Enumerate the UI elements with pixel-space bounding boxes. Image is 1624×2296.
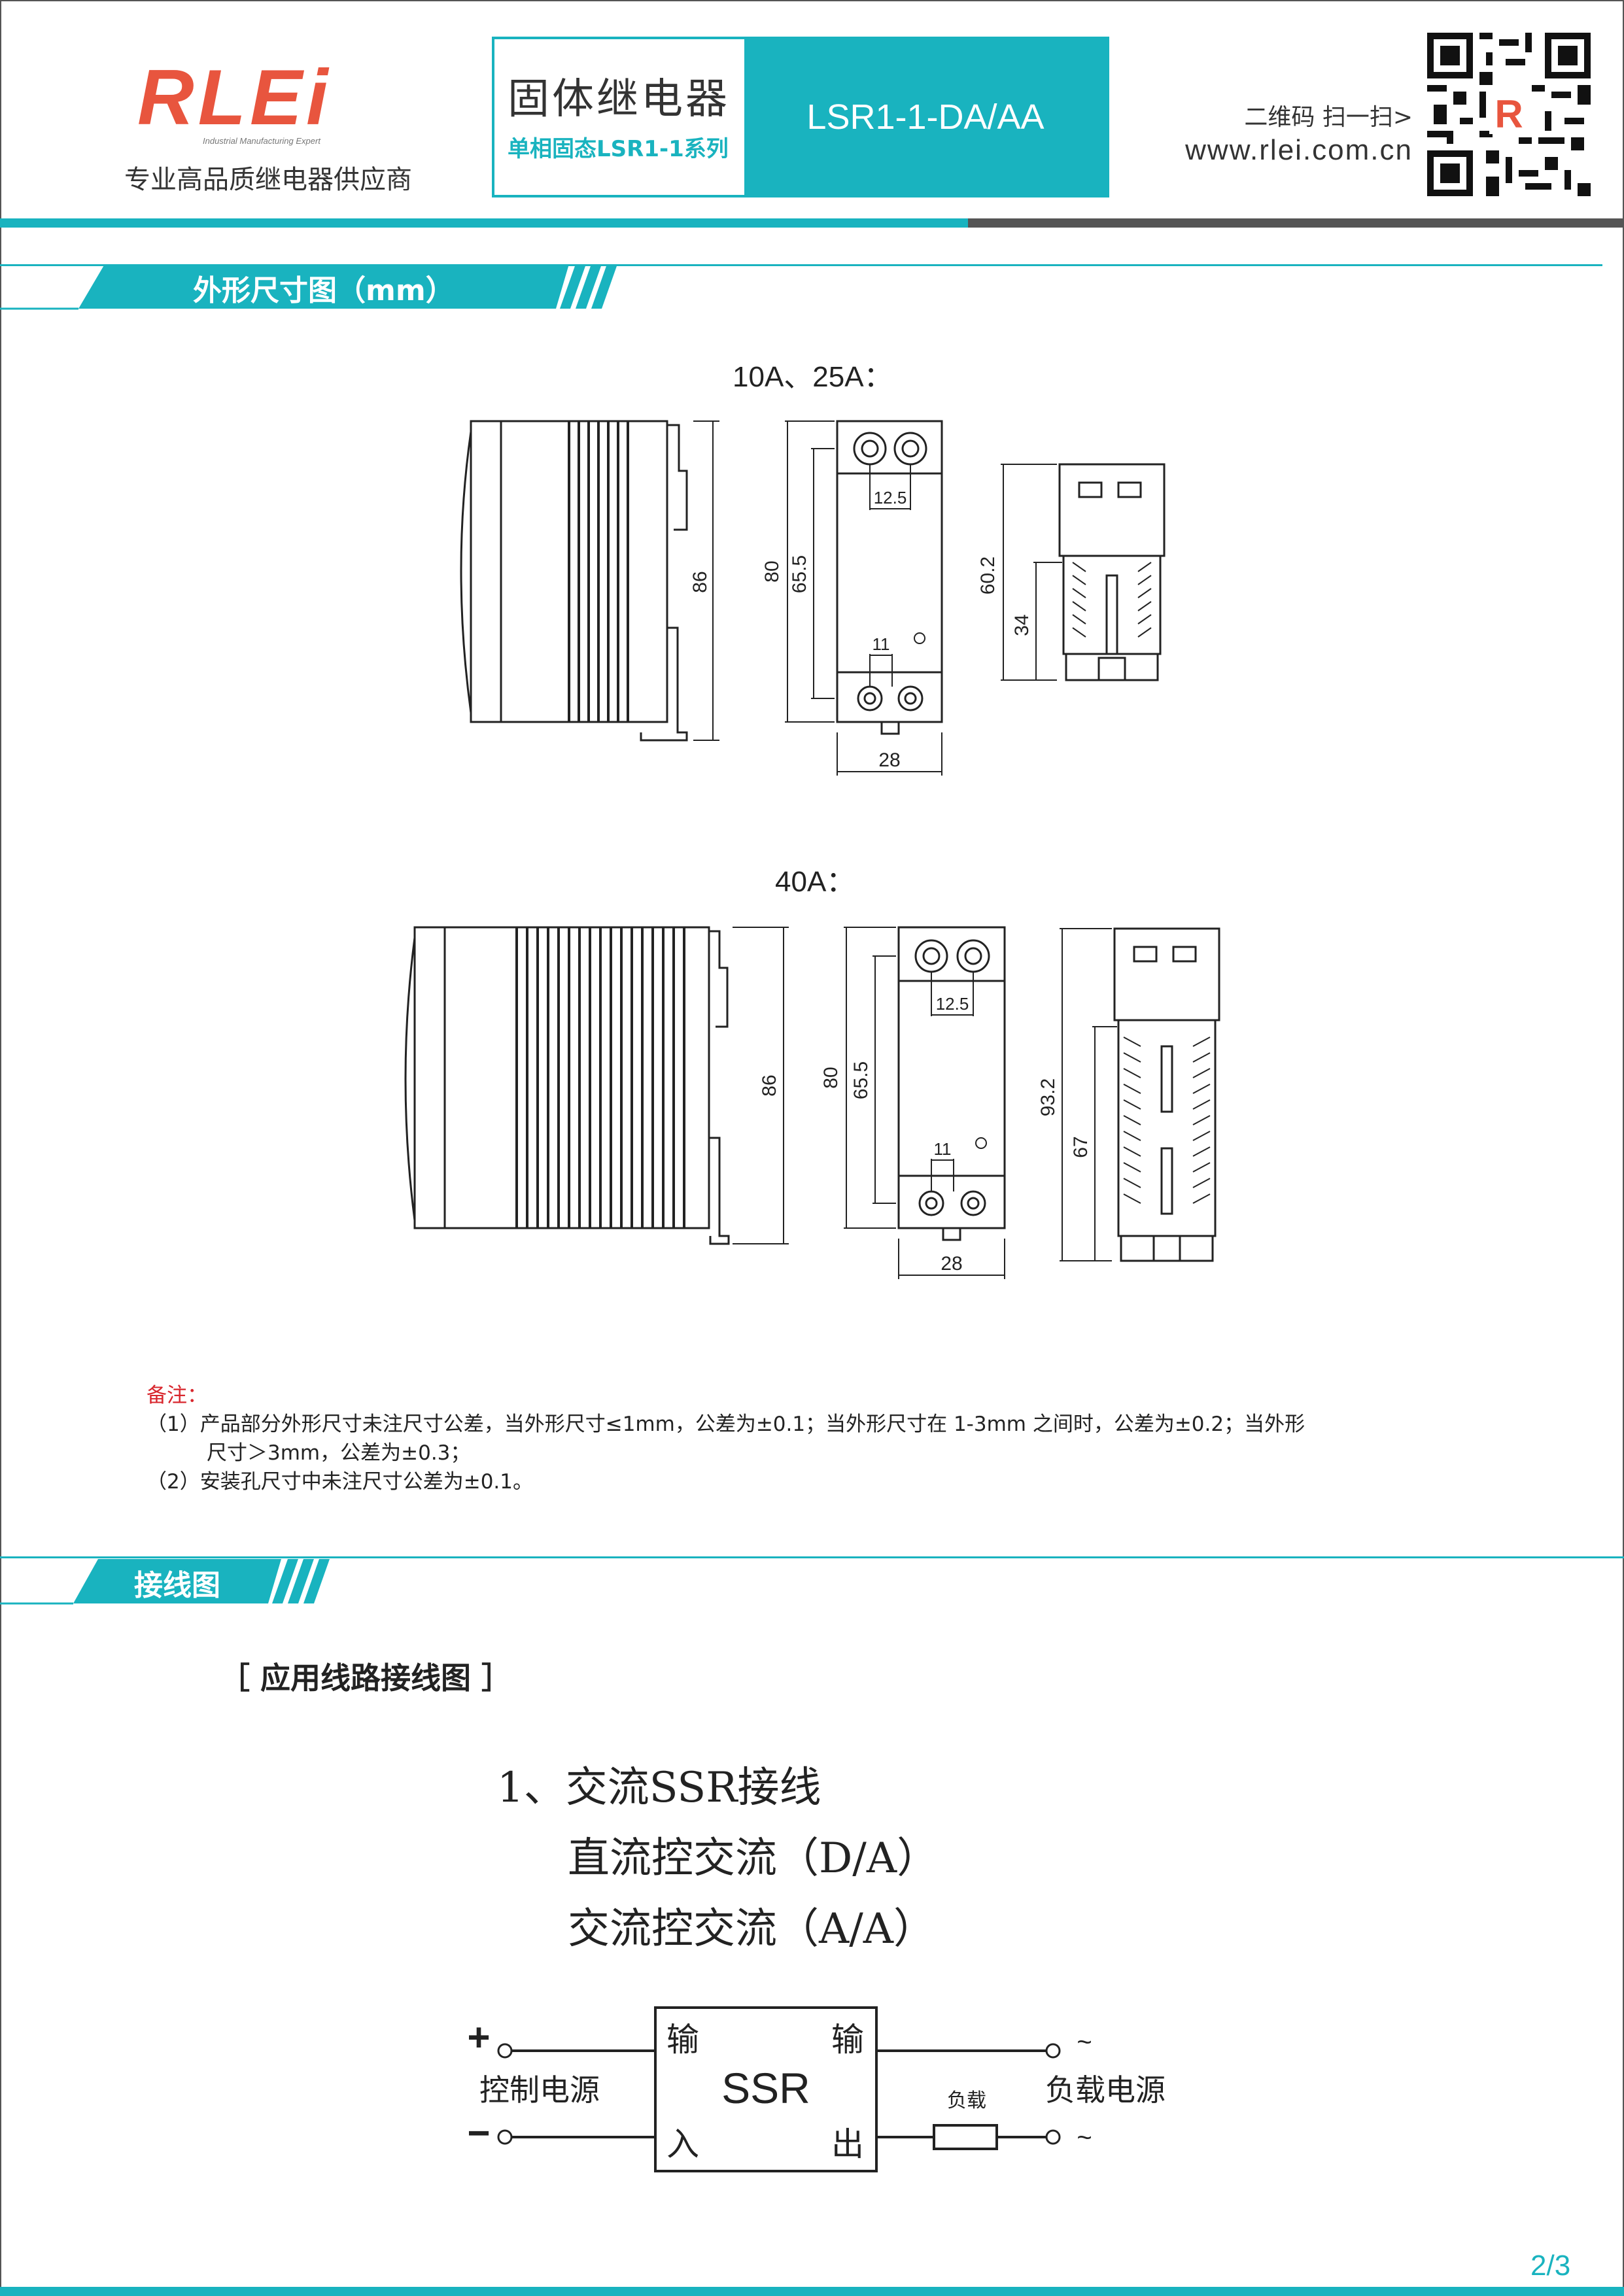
dim-top-spacing-40a: 12.5 [936, 994, 969, 1014]
wiring-subtitle: ［ 应用线路接线图 ］ [220, 1660, 512, 1696]
section-dimensions-title: 外形尺寸图（mm） [193, 274, 455, 307]
notes-line-2: （2）安装孔尺寸中未注尺寸公差为±0.1。 [147, 1470, 533, 1494]
footer-bar [0, 2287, 1624, 2296]
dimension-drawing-40a: 86 12.5 11 80 65.5 28 [404, 926, 1220, 1279]
logo-tagline: Industrial Manufacturing Expert [203, 136, 321, 146]
dim-end-inner-40a: 67 [1070, 1136, 1092, 1157]
wiring-title-line-2: 直流控交流（D/A） [568, 1834, 939, 1883]
dim-bottom-spacing: 11 [872, 634, 890, 654]
notes-title: 备注： [147, 1384, 207, 1407]
dim-front-width-40a: 28 [941, 1253, 962, 1275]
minus-sign: − [467, 2111, 490, 2155]
rlei-logo: RLEi Industrial Manufacturing Expert [137, 54, 332, 146]
plus-sign: + [467, 2015, 490, 2059]
front-view-10a: 12.5 11 80 65.5 28 [761, 420, 943, 776]
slogan: 专业高品质继电器供应商 [124, 165, 412, 195]
header-bar-teal [0, 218, 981, 228]
load-resistor [933, 2124, 998, 2150]
dim-front-inner: 65.5 [789, 555, 810, 593]
dim-side-height: 86 [689, 571, 711, 592]
wiring-title-line-1: 1、交流SSR接线 [497, 1764, 821, 1812]
notes-line-1: （1）产品部分外形尺寸未注尺寸公差，当外形尺寸≤1mm，公差为±0.1；当外形尺… [147, 1413, 1305, 1436]
website-link[interactable]: www.rlei.com.cn [1185, 134, 1413, 166]
wiring-diagram: SSR 输 入 输 出 控制电源 负载电源 负载 + − ~ ~ [467, 2006, 1166, 2172]
header-bar-grey [968, 218, 1624, 228]
load-label: 负载 [947, 2090, 986, 2112]
product-series: 单相固态LSR1-1系列 [508, 136, 729, 162]
notes-block: 备注： （1）产品部分外形尺寸未注尺寸公差，当外形尺寸≤1mm，公差为±0.1；… [147, 1381, 1487, 1496]
dim-side-height-40a: 86 [759, 1074, 780, 1096]
section-dimensions-tab [0, 264, 617, 310]
tilde-bottom: ~ [1077, 2123, 1092, 2152]
terminal-minus [497, 2129, 513, 2145]
page-number: 2/3 [1530, 2250, 1571, 2282]
dimension-drawing-10a-25a: 86 12.5 11 80 65.5 28 [460, 420, 1166, 776]
wiring-title-line-3: 交流控交流（A/A） [568, 1905, 935, 1953]
terminal-load-top [1045, 2043, 1061, 2059]
side-view-10a: 86 [460, 420, 719, 742]
notes-line-1b: 尺寸＞3mm，公差为±0.3； [207, 1441, 471, 1465]
product-title-box: 固体继电器 单相固态LSR1-1系列 LSR1-1-DA/AA [492, 37, 1109, 197]
dim-end-height: 60.2 [977, 557, 999, 594]
product-title-left: 固体继电器 单相固态LSR1-1系列 [494, 39, 743, 195]
dim-group1-title: 10A、25A： [733, 361, 893, 393]
qr-label: 二维码 扫一扫> [1244, 104, 1413, 131]
terminal-plus [497, 2043, 513, 2059]
ssr-input-top: 输 [666, 2021, 699, 2058]
dim-front-height: 80 [761, 560, 783, 582]
qr-code-icon[interactable]: R [1427, 33, 1591, 196]
dim-end-height-40a: 93.2 [1037, 1078, 1059, 1116]
ssr-input-bottom: 入 [666, 2126, 699, 2163]
section-wiring-tab [0, 1559, 330, 1605]
front-view-40a: 12.5 11 80 65.5 28 [820, 926, 1006, 1279]
logo-text: RLEi [137, 54, 332, 141]
wiring-title-block: 1、交流SSR接线 直流控交流（D/A） 交流控交流（A/A） [497, 1753, 939, 1964]
dim-top-spacing: 12.5 [874, 488, 907, 507]
ssr-box [654, 2006, 878, 2172]
ssr-output-bottom: 出 [831, 2126, 864, 2163]
product-name-cn: 固体继电器 [508, 75, 730, 124]
end-view-10a: 60.2 34 [977, 463, 1166, 681]
dim-front-width: 28 [878, 749, 900, 771]
ssr-label: SSR [721, 2064, 810, 2112]
terminal-load-bottom [1045, 2129, 1061, 2145]
dim-bottom-spacing-40a: 11 [934, 1139, 952, 1159]
dim-front-inner-40a: 65.5 [850, 1061, 872, 1099]
tilde-top: ~ [1077, 2028, 1092, 2057]
dim-front-height-40a: 80 [820, 1067, 842, 1088]
qr-logo-mark: R [1494, 92, 1523, 136]
dim-end-inner: 34 [1011, 614, 1033, 636]
dim-group2-title: 40A： [775, 866, 855, 898]
side-view-40a: 86 [404, 926, 789, 1245]
control-supply-label: 控制电源 [479, 2073, 600, 2107]
ssr-output-top: 输 [831, 2021, 864, 2058]
end-view-40a: 93.2 67 [1037, 927, 1220, 1262]
section-wiring-title: 接线图 [134, 1569, 220, 1602]
section-dimensions-line [0, 264, 1602, 266]
section-wiring-line [0, 1556, 1624, 1558]
load-supply-label: 负载电源 [1045, 2073, 1166, 2107]
product-model: LSR1-1-DA/AA [744, 39, 1107, 195]
